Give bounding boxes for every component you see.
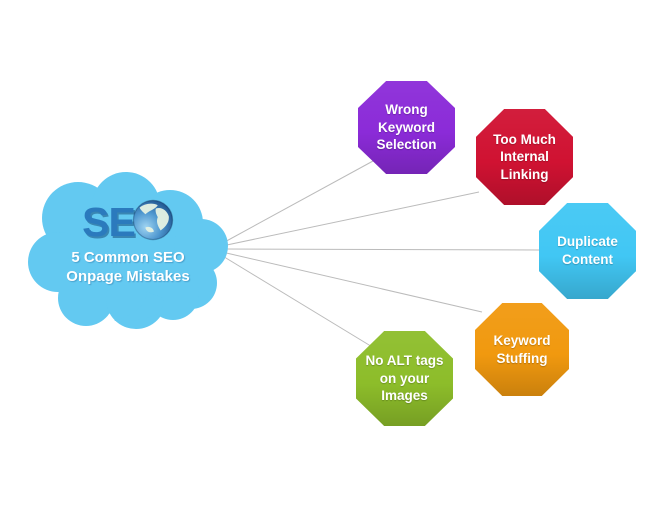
node-keyword-stuffing: Keyword Stuffing — [475, 303, 569, 396]
connector-line — [222, 248, 541, 251]
connector-lines — [220, 160, 541, 349]
node-label: Duplicate Content — [557, 234, 618, 267]
node-wrong-keyword-selection: Wrong Keyword Selection — [358, 81, 455, 174]
node-label: Keyword Stuffing — [493, 332, 551, 366]
speech-cloud — [28, 172, 228, 329]
node-duplicate-content: Duplicate Content — [539, 203, 636, 299]
node-no-alt-tags: No ALT tags on your Images — [356, 331, 453, 426]
connector-line — [221, 191, 480, 247]
connector-line — [220, 160, 374, 245]
node-too-much-internal-linking: Too Much Internal Linking — [476, 109, 573, 205]
node-label: No ALT tags on your Images — [365, 353, 444, 404]
node-label: Too Much Internal Linking — [493, 131, 556, 182]
node-label: Wrong Keyword Selection — [376, 102, 437, 153]
speech-tail — [114, 292, 164, 322]
connector-line — [220, 254, 375, 349]
connector-line — [221, 251, 483, 313]
